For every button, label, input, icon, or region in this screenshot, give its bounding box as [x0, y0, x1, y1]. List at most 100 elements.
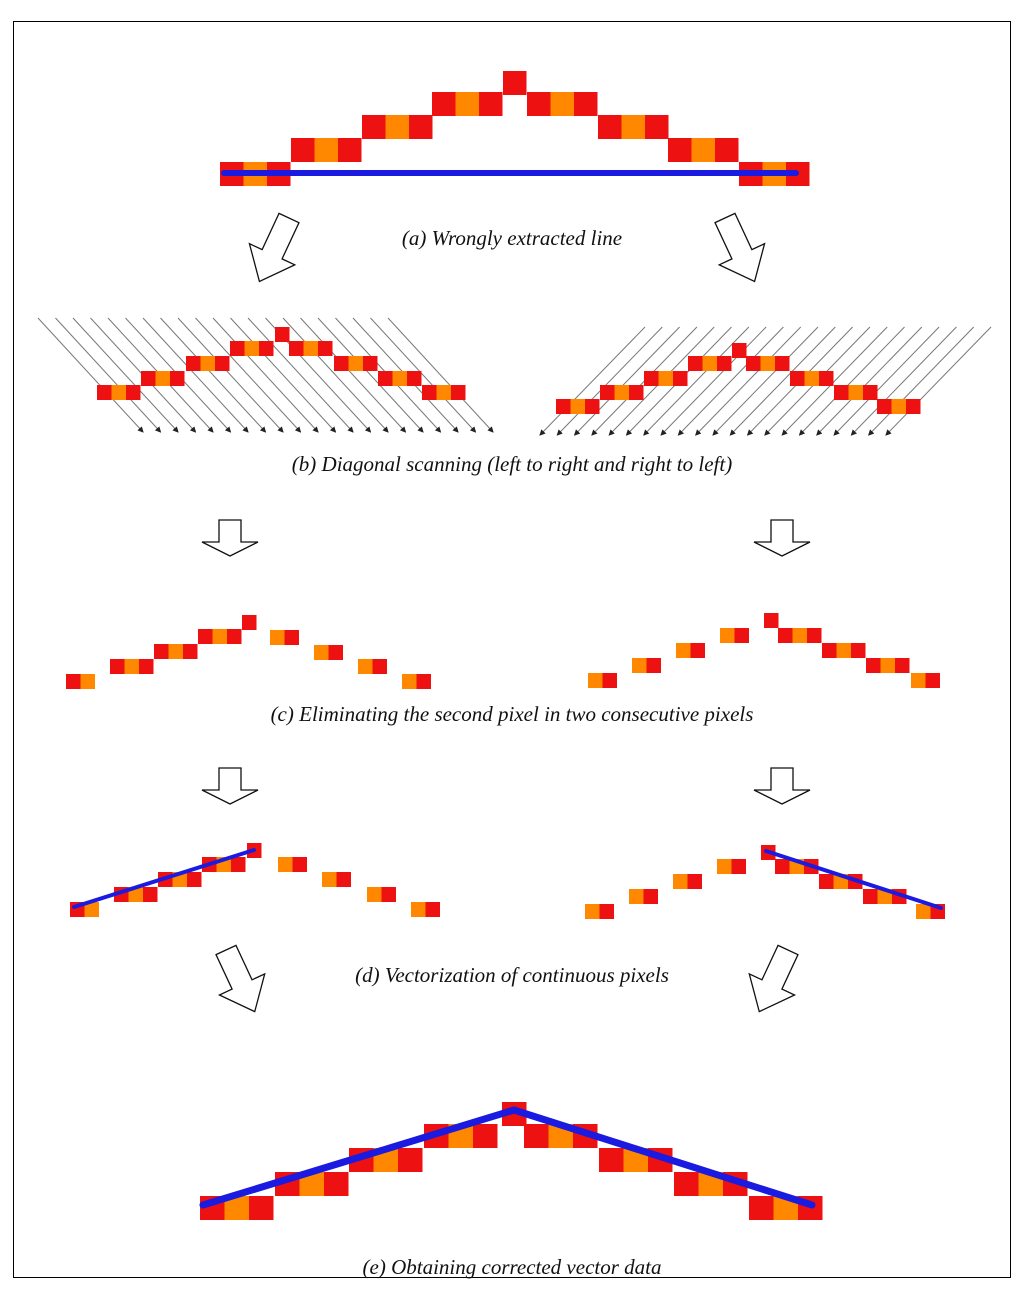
raster-pixel: [249, 1196, 274, 1220]
raster-pixel: [110, 659, 125, 674]
raster-pixel: [792, 628, 807, 643]
raster-pixel: [111, 385, 126, 400]
scan-line: [212, 317, 319, 433]
raster-pixel: [778, 628, 793, 643]
raster-pixel: [848, 385, 863, 400]
raster-pixel: [84, 902, 99, 917]
raster-pixel: [614, 385, 629, 400]
arrow-down-left-icon: [748, 944, 799, 1013]
raster-pixel: [676, 643, 691, 658]
caption-e: (e) Obtaining corrected vector data: [362, 1255, 662, 1279]
raster-pixel: [717, 356, 732, 371]
raster-pixel: [198, 629, 213, 644]
panel-b-scan-left-to-right: [37, 317, 494, 433]
raster-pixel: [409, 115, 433, 139]
raster-pixel: [422, 385, 437, 400]
raster-pixel: [381, 887, 396, 902]
raster-pixel: [318, 341, 333, 356]
panel-a-wrongly-extracted: [220, 71, 810, 186]
raster-pixel: [688, 356, 703, 371]
scan-line: [55, 317, 162, 433]
raster-pixel: [598, 115, 622, 139]
scan-line: [833, 326, 940, 436]
raster-pixel: [168, 644, 183, 659]
caption-a: (a) Wrongly extracted line: [401, 226, 623, 250]
raster-pixel: [690, 643, 705, 658]
raster-pixel: [807, 628, 822, 643]
vector-line: [72, 848, 256, 909]
scan-line: [230, 317, 337, 433]
raster-pixel: [473, 1124, 498, 1148]
raster-pixel: [527, 92, 551, 116]
raster-pixel: [687, 874, 702, 889]
raster-pixel: [645, 115, 669, 139]
raster-pixel: [416, 674, 431, 689]
raster-pixel: [644, 371, 659, 386]
raster-pixel: [629, 889, 644, 904]
raster-pixel: [673, 874, 688, 889]
scan-line: [712, 326, 819, 436]
raster-pixel: [455, 92, 479, 116]
raster-pixel: [574, 92, 598, 116]
raster-pixel: [702, 356, 717, 371]
raster-pixel: [524, 1124, 549, 1148]
raster-pixel: [348, 356, 363, 371]
panel-e-corrected-vector: [199, 1102, 823, 1220]
raster-pixel: [834, 385, 849, 400]
raster-pixel: [760, 356, 775, 371]
raster-pixel: [863, 889, 878, 904]
raster-pixel: [362, 115, 386, 139]
raster-pixel: [367, 887, 382, 902]
panel-b-scan-right-to-left: [539, 326, 992, 436]
raster-pixel: [187, 872, 202, 887]
raster-pixel: [97, 385, 112, 400]
raster-pixel: [749, 1196, 774, 1220]
vector-line: [199, 1106, 518, 1209]
scan-line: [850, 326, 957, 436]
raster-pixel: [328, 645, 343, 660]
raster-pixel: [314, 138, 338, 162]
scan-line: [142, 317, 249, 433]
scan-line: [72, 317, 179, 433]
arrow-down-left-icon: [248, 212, 300, 283]
raster-pixel: [790, 371, 805, 386]
raster-pixel: [906, 399, 921, 414]
raster-pixel: [227, 629, 242, 644]
raster-pixel: [432, 92, 456, 116]
raster-pixel: [668, 138, 692, 162]
raster-pixel: [911, 673, 926, 688]
raster-pixel: [292, 857, 307, 872]
scan-line: [370, 317, 477, 433]
scan-line: [798, 326, 905, 436]
raster-pixel: [270, 630, 285, 645]
raster-pixel: [80, 674, 95, 689]
raster-pixel: [715, 138, 739, 162]
raster-pixel: [139, 659, 154, 674]
raster-pixel: [822, 643, 837, 658]
raster-pixel: [436, 385, 451, 400]
raster-pixel: [503, 71, 527, 95]
raster-pixel: [336, 872, 351, 887]
raster-pixel: [866, 658, 881, 673]
raster-pixel: [407, 371, 422, 386]
raster-pixel: [425, 902, 440, 917]
raster-pixel: [775, 859, 790, 874]
raster-pixel: [303, 341, 318, 356]
caption-b: (b) Diagonal scanning (left to right and…: [291, 452, 733, 476]
panel-c-eliminated-pixels: [66, 613, 940, 689]
raster-pixel: [550, 92, 574, 116]
arrow-down-icon: [753, 519, 811, 557]
arrow-down-icon: [753, 767, 811, 805]
raster-pixel: [186, 356, 201, 371]
raster-pixel: [646, 658, 661, 673]
raster-pixel: [599, 904, 614, 919]
raster-pixel: [600, 385, 615, 400]
raster-pixel: [128, 887, 143, 902]
raster-pixel: [275, 327, 290, 342]
raster-pixel: [925, 673, 940, 688]
raster-pixel: [392, 371, 407, 386]
raster-pixel: [378, 371, 393, 386]
vector-line: [764, 849, 943, 910]
scan-line: [573, 326, 680, 436]
raster-pixel: [895, 658, 910, 673]
